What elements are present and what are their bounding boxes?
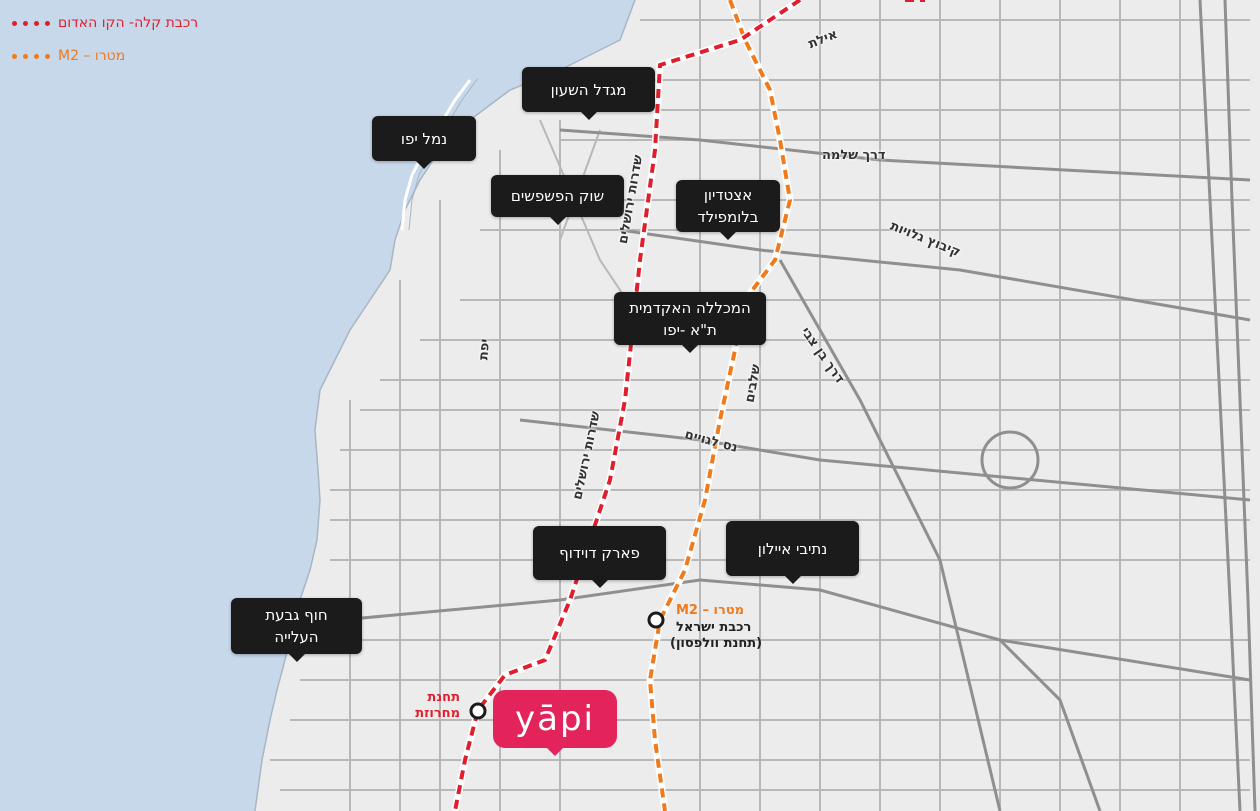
callout-dudof-park-label: פארק דוידוף — [559, 544, 640, 562]
callout-academic-college[interactable]: המכללה האקדמית ת"א -יפו — [614, 292, 766, 353]
yapi-logo-text: yāpi — [515, 699, 595, 739]
legend-red-line: רכבת קלה- הקו האדום — [12, 15, 198, 31]
callout-clock-tower-label: מגדל השעון — [550, 80, 627, 99]
m2-swatch — [12, 53, 50, 59]
mahrozet-station-marker[interactable] — [469, 702, 487, 720]
roads-major — [339, 0, 1257, 811]
street-label-derech-shlomo: דרך שלמה — [822, 148, 886, 163]
wolfson-sub-label: (תחנת וולפסון) — [670, 636, 763, 651]
legend-m2: מטרו – M2 — [12, 48, 125, 64]
wolfson-rail-label: רכבת ישראל — [676, 620, 752, 635]
callout-flea-market[interactable]: שוק הפשפשים — [491, 175, 624, 225]
callout-bloomfield[interactable]: אצטדיון בלומפילד — [676, 180, 780, 240]
callout-dudof-park[interactable]: פארק דוידוף — [533, 526, 666, 588]
callout-jaffa-port[interactable]: נמל יפו — [372, 116, 476, 169]
wolfson-station-marker[interactable] — [647, 611, 665, 629]
callout-flea-market-label: שוק הפשפשים — [510, 187, 605, 205]
m2-line-dashes — [647, 0, 793, 811]
callout-academic-college-label: המכללה האקדמית ת"א -יפו — [629, 298, 751, 339]
red-line-swatch — [12, 20, 50, 26]
callout-clock-tower[interactable]: מגדל השעון — [522, 67, 655, 120]
callout-ayalon-label: נתיבי איילון — [757, 539, 828, 558]
callout-jaffa-port-label: נמל יפו — [400, 129, 448, 148]
mahrozet-station-label: תחנת מחרוזת — [415, 690, 460, 721]
callout-givat-aliya[interactable]: חוף גבעת העלייה — [231, 598, 362, 662]
legend-red-line-label: רכבת קלה- הקו האדום — [58, 15, 199, 31]
roundabout — [980, 430, 1040, 490]
street-label-yefet: יפת — [476, 338, 494, 361]
wolfson-m2-label: מטרו – M2 — [676, 603, 745, 618]
callout-ayalon[interactable]: נתיבי איילון — [726, 521, 859, 584]
yapi-logo[interactable]: yāpi — [493, 690, 617, 756]
callout-givat-aliya-label: חוף גבעת העלייה — [265, 606, 328, 646]
legend-m2-label: מטרו – M2 — [58, 48, 126, 64]
callout-bloomfield-label: אצטדיון בלומפילד — [697, 186, 759, 226]
